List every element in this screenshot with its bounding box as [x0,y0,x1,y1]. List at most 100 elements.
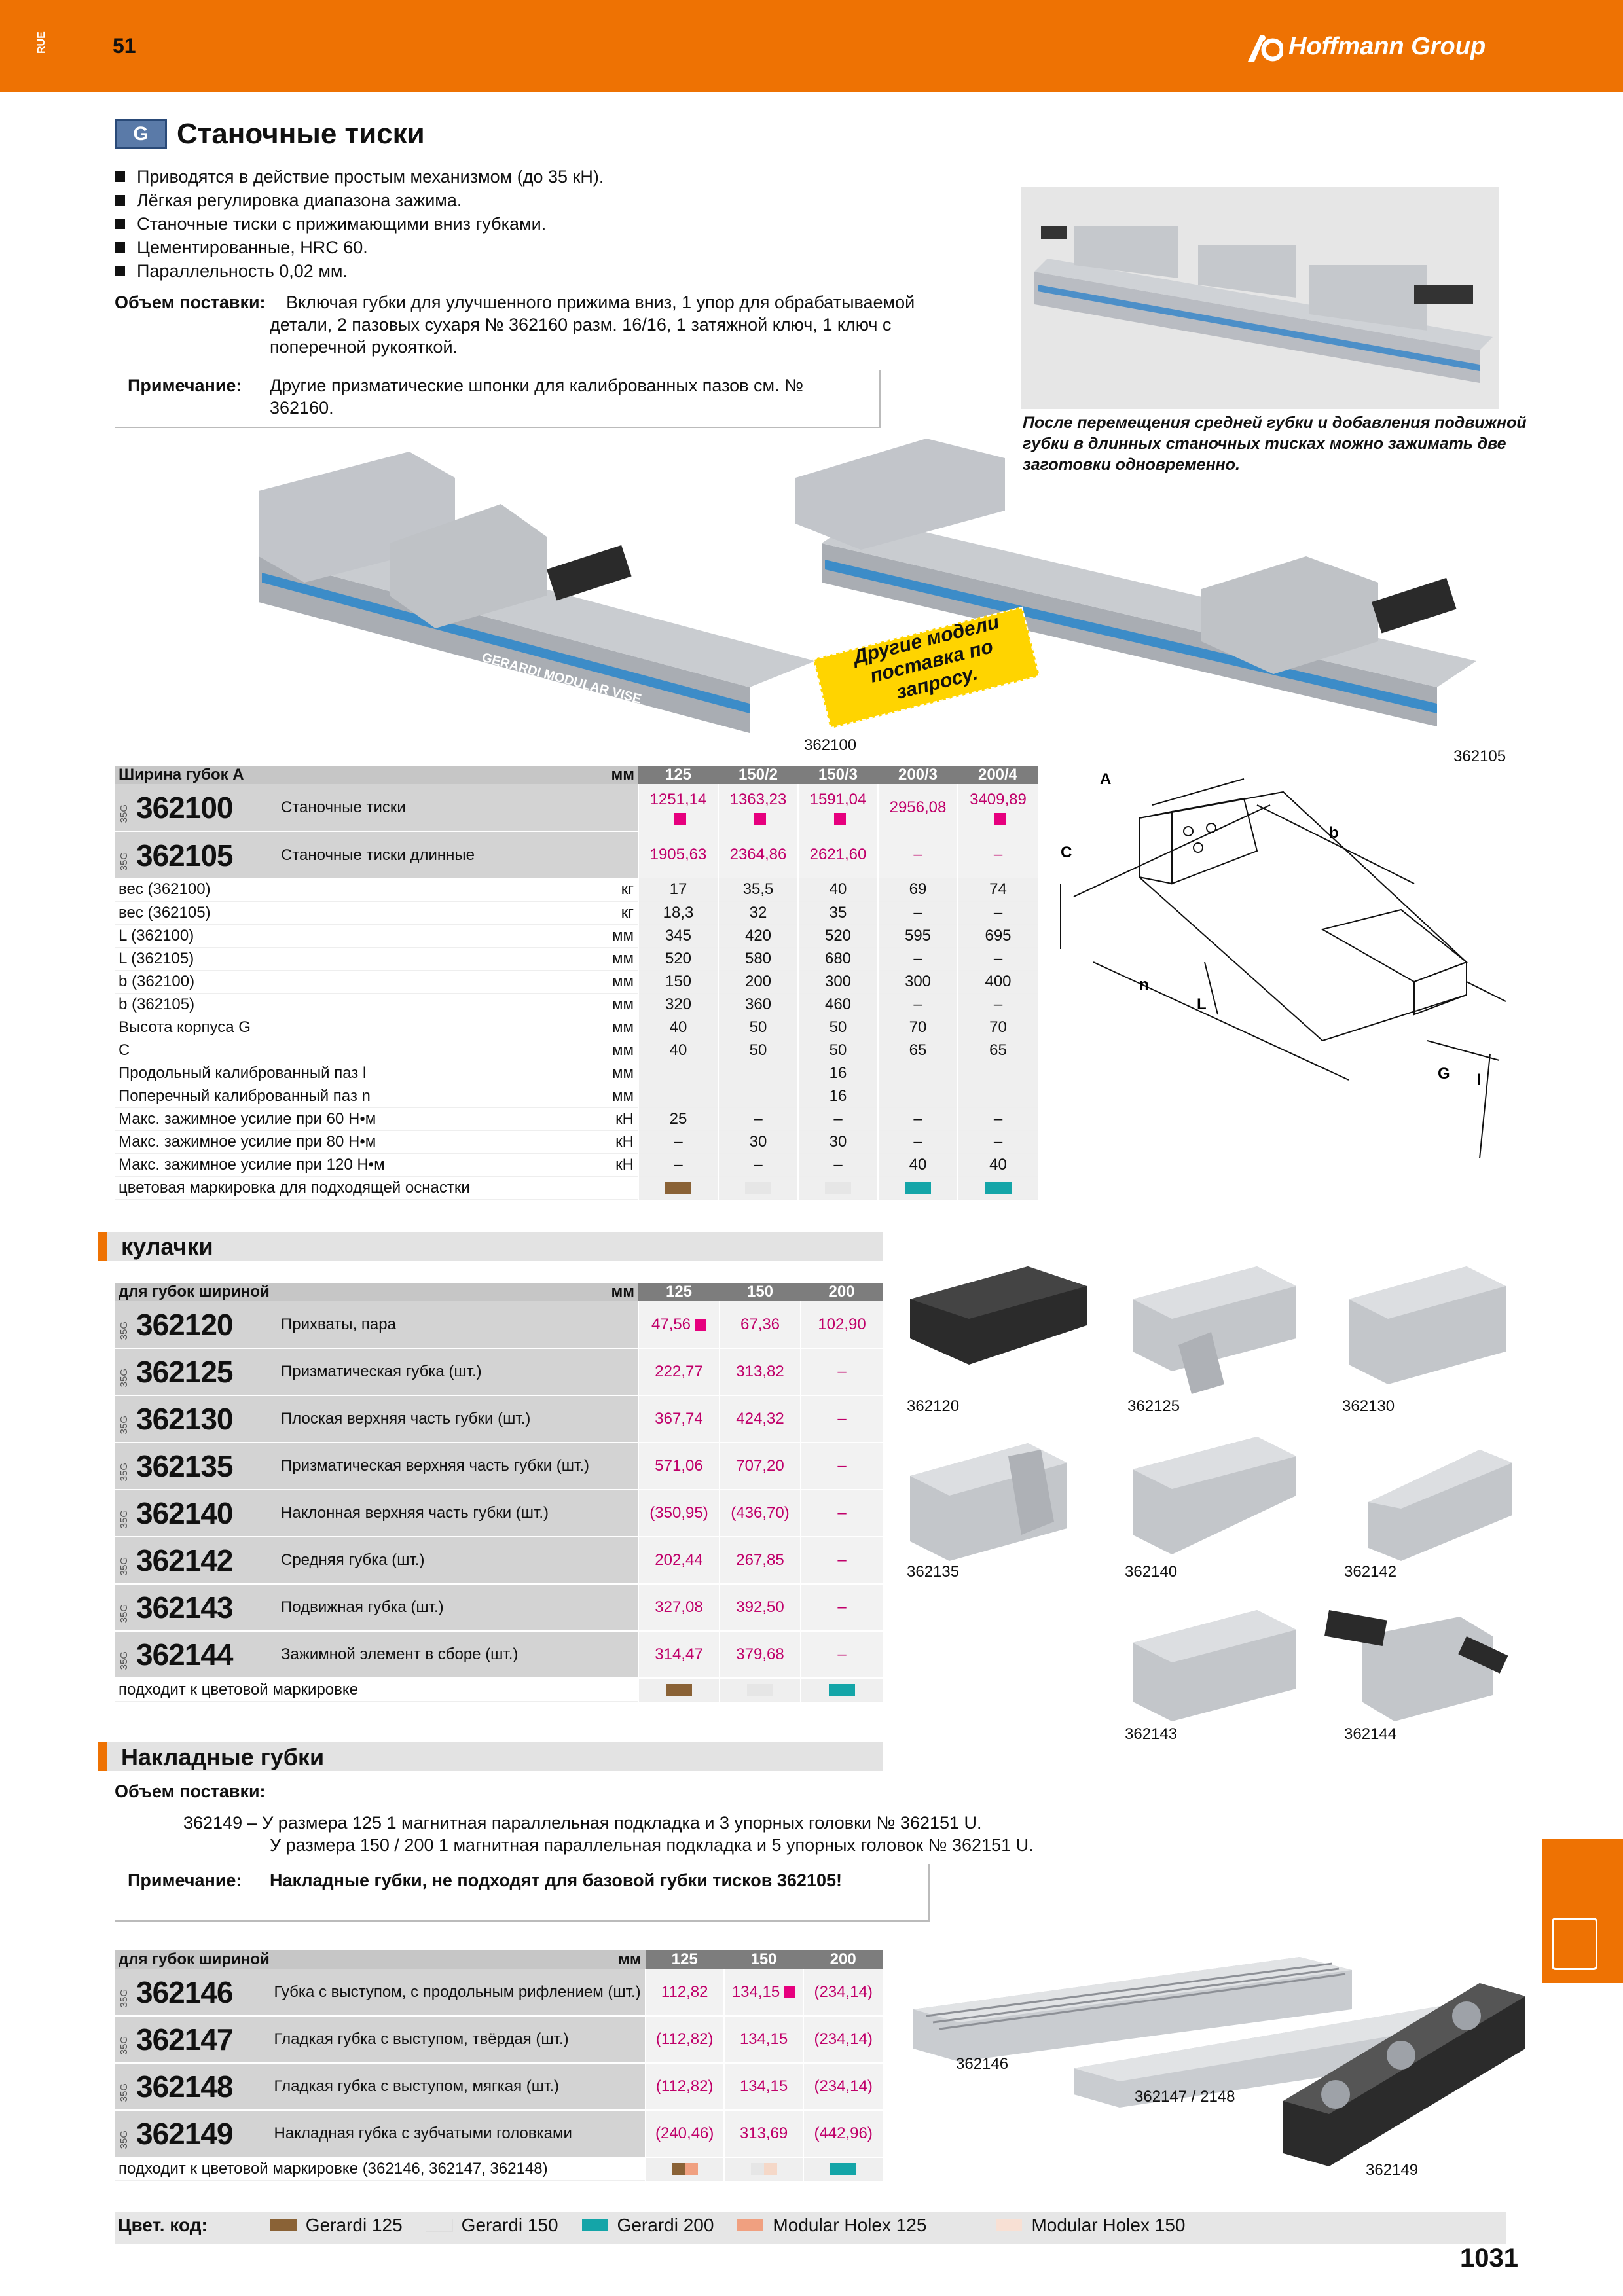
part-362144-photo [1324,1610,1508,1721]
spec-value: 16 [797,1085,878,1108]
article-number: 362130 [136,1402,233,1436]
spec-value: 32 [718,901,798,925]
spec-value: – [957,993,1038,1016]
price-cell: (240,46) [644,2110,724,2158]
legend-item: Modular Holex 125 [737,2215,926,2236]
article-tag: 35G [119,2130,130,2149]
spec-value: 18,3 [638,901,718,925]
article-tag: 35G [119,1321,130,1340]
dim-label: A [1100,770,1111,788]
legend-item: Gerardi 150 [425,2215,558,2236]
article-number: 362120 [136,1307,233,1342]
price: (240,46) [655,2125,714,2142]
section-marker [98,1232,107,1261]
article-number: 362105 [136,838,233,872]
article-tag: 35G [119,1416,130,1435]
price-cell: – [800,1395,883,1443]
price: 2364,86 [718,831,798,878]
price: – [837,1457,847,1475]
article-number: 362149 [136,2117,233,2151]
spec-unit: мм [578,1016,638,1039]
section-title: Накладные губки [121,1744,325,1770]
note-text: Накладные губки, не подходят для базовой… [270,1871,842,1890]
spec-value: 40 [877,1153,958,1177]
spec-label: b (362100) [115,970,578,994]
spec-label: Макс. зажимное усилие при 80 Н•м [115,1130,578,1154]
dim-label: n [1139,976,1149,994]
photo-caption: губки в длинных станочных тисках можно з… [1023,435,1506,453]
header-label: Ширина губок A [115,766,578,784]
spec-label: Поперечный калиброванный паз n [115,1085,578,1108]
table-header-row: для губок шириной мм 125 150 200 [115,1283,883,1301]
spec-value: – [638,1153,718,1177]
article-tag: 35G [119,1604,130,1623]
article-number: 362142 [136,1543,233,1577]
brand-g-logo: G [115,119,167,149]
spec-value [957,1062,1038,1085]
price-cell: 392,50 [719,1584,801,1632]
spec-value [957,1085,1038,1108]
spec-value: – [877,1107,958,1131]
chapter-tab[interactable] [1542,1839,1623,1983]
feature-item: Станочные тиски с прижимающими вниз губк… [115,212,985,236]
section-marker [98,1742,107,1771]
spec-value: 30 [718,1130,798,1154]
price: – [837,1504,847,1522]
price: 134,15 [731,1982,780,2001]
spec-value: 40 [797,878,878,902]
price: (112,82) [655,2077,714,2095]
spec-value: 65 [877,1039,958,1062]
price: 424,32 [736,1410,784,1427]
photo-label: 362149 [1366,2161,1419,2179]
price: (442,96) [814,2125,873,2142]
photo-label: 362135 [907,1563,960,1581]
price: 134,15 [739,2077,788,2095]
part-362140-photo [1133,1437,1296,1554]
color-swatch [684,2163,698,2176]
scope-text: детали, 2 пазовых сухаря № 362160 разм. … [270,315,892,334]
size-col: 125 [638,1283,720,1301]
photo-label: 362130 [1342,1397,1395,1415]
article-cell: 35G 362130 [115,1395,277,1443]
spec-value: 680 [797,947,878,971]
price: 112,82 [661,1982,708,2001]
spec-value: 40 [638,1016,718,1039]
table-header-row: Ширина губок A мм 125 150/2 150/3 200/3 … [115,766,1038,784]
spec-label: Высота корпуса G [115,1016,578,1039]
spec-value [718,1062,798,1085]
article-number: 362143 [136,1590,233,1624]
photo-label: 362146 [956,2055,1009,2073]
spec-value: 595 [877,924,958,948]
price-cell: 379,68 [719,1631,801,1679]
spec-label: C [115,1039,578,1062]
spec-value: – [957,901,1038,925]
price-cell: 313,69 [723,2110,804,2158]
part-362149-photo [1283,1983,1525,2166]
spec-value: – [877,1130,958,1154]
size-col: 125 [645,1950,724,1969]
vise-dimension-diagram: A b C n L G l [1060,770,1506,1159]
price-cell: 571,06 [638,1443,720,1490]
article-tag: 35G [119,1651,130,1670]
legend-swatch [581,2219,608,2231]
photo-label: 362144 [1344,1725,1397,1743]
dim-label: l [1477,1071,1482,1089]
price: 2621,60 [797,831,878,878]
price-mark [674,812,686,825]
scope-label: Объем поставки: [115,293,266,312]
photo-label: 362147 / 2148 [1135,2088,1235,2106]
price-cell: 134,15 [723,1969,804,2017]
